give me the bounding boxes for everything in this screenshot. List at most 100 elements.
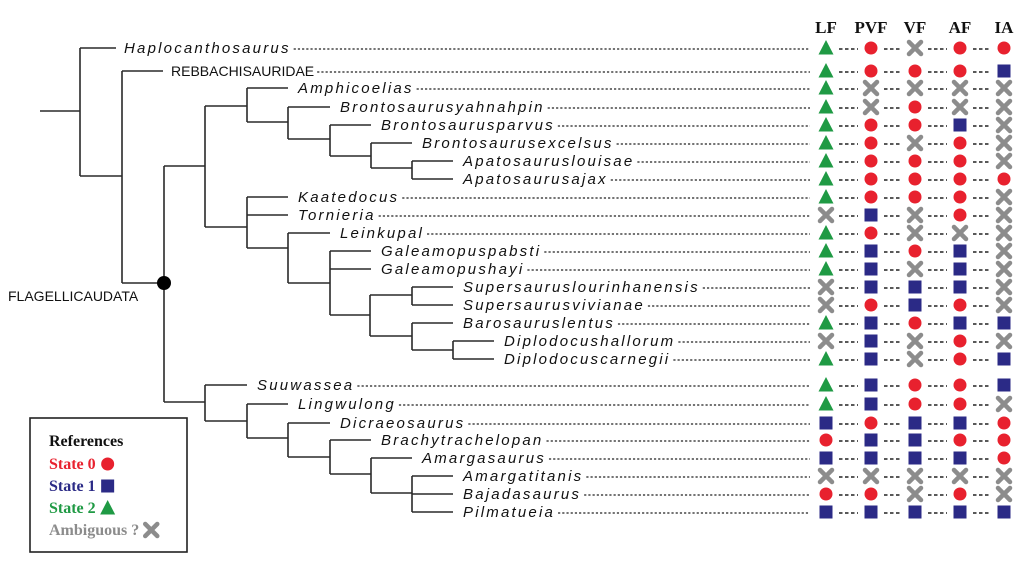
- circle-icon: [908, 172, 922, 186]
- circle-icon: [997, 416, 1011, 430]
- triangle-icon: [818, 377, 834, 392]
- cross-icon: [995, 79, 1013, 97]
- circle-icon: [908, 316, 922, 330]
- taxon-row: Brontosaurusexcelsus: [422, 134, 1013, 152]
- taxon-row: REBBACHISAURIDAE: [171, 63, 1011, 79]
- taxon-row: Diplodocuscarnegii: [504, 350, 1011, 368]
- taxon-row: Kaatedocus: [298, 188, 1013, 206]
- taxon-row: Amargasaurus: [421, 450, 1011, 467]
- square-icon: [864, 505, 878, 519]
- square-icon: [864, 244, 878, 258]
- taxon-row: Bajadasaurus: [463, 485, 1013, 503]
- circle-icon: [864, 190, 878, 204]
- cross-icon: [862, 79, 880, 97]
- cross-icon: [817, 467, 835, 485]
- square-icon: [997, 505, 1011, 519]
- column-header-lf: LF: [815, 18, 837, 37]
- triangle-icon: [818, 171, 834, 186]
- taxon-row: Supersauruslourinhanensis: [463, 278, 1013, 296]
- circle-icon: [864, 41, 878, 55]
- square-icon: [864, 334, 878, 348]
- circle-icon: [953, 334, 967, 348]
- cross-icon: [995, 242, 1013, 260]
- taxon-label: Supersaurusvivianae: [463, 297, 645, 314]
- taxon-row: Galeamopushayi: [381, 260, 1013, 278]
- circle-icon: [953, 136, 967, 150]
- legend-label: State 2: [49, 500, 96, 517]
- cross-icon: [995, 206, 1013, 224]
- circle-icon: [908, 154, 922, 168]
- square-icon: [908, 280, 922, 294]
- taxon-row: Brontosaurusparvus: [381, 116, 1013, 134]
- cross-icon: [906, 39, 924, 57]
- square-icon: [953, 451, 967, 465]
- taxon-row: Pilmatueia: [463, 504, 1011, 521]
- circle-icon: [953, 352, 967, 366]
- circle-icon: [953, 172, 967, 186]
- legend-triangle-icon: [100, 500, 116, 515]
- square-icon: [953, 118, 967, 132]
- cross-icon: [995, 152, 1013, 170]
- circle-icon: [953, 64, 967, 78]
- cross-icon: [995, 467, 1013, 485]
- cross-icon: [995, 395, 1013, 413]
- circle-icon: [864, 64, 878, 78]
- taxon-label: Brontosaurusyahnahpin: [340, 99, 545, 116]
- taxon-label: Pilmatueia: [463, 504, 555, 521]
- taxon-rows: HaplocanthosaurusREBBACHISAURIDAEAmphico…: [124, 39, 1013, 521]
- cross-icon: [906, 224, 924, 242]
- cross-icon: [995, 188, 1013, 206]
- square-icon: [864, 208, 878, 222]
- square-icon: [864, 378, 878, 392]
- triangle-icon: [818, 396, 834, 411]
- taxon-label: Kaatedocus: [298, 189, 399, 206]
- circle-icon: [864, 226, 878, 240]
- square-icon: [908, 505, 922, 519]
- taxon-label: Galeamopuspabsti: [381, 243, 541, 260]
- circle-icon: [908, 244, 922, 258]
- circle-icon: [864, 487, 878, 501]
- taxon-label: Suuwassea: [257, 377, 354, 394]
- circle-icon: [997, 451, 1011, 465]
- circle-icon: [953, 378, 967, 392]
- taxon-label: Amargatitanis: [462, 468, 583, 485]
- square-icon: [819, 505, 833, 519]
- taxon-row: Haplocanthosaurus: [124, 39, 1011, 57]
- circle-icon: [908, 397, 922, 411]
- circle-icon: [953, 487, 967, 501]
- cross-icon: [906, 206, 924, 224]
- circle-icon: [819, 433, 833, 447]
- taxon-row: Brachytrachelopan: [381, 432, 1011, 449]
- triangle-icon: [818, 243, 834, 258]
- circle-icon: [864, 298, 878, 312]
- square-icon: [953, 280, 967, 294]
- taxon-label: Barosauruslentus: [463, 315, 615, 332]
- square-icon: [997, 316, 1011, 330]
- cross-icon: [995, 98, 1013, 116]
- cross-icon: [995, 332, 1013, 350]
- cross-icon: [951, 467, 969, 485]
- cross-icon: [995, 224, 1013, 242]
- legend-label: State 0: [49, 456, 96, 473]
- circle-icon: [953, 190, 967, 204]
- square-icon: [908, 298, 922, 312]
- cross-icon: [906, 134, 924, 152]
- taxon-row: Lingwulong: [298, 395, 1013, 413]
- square-icon: [864, 280, 878, 294]
- square-icon: [819, 416, 833, 430]
- triangle-icon: [818, 99, 834, 114]
- legend-title: References: [49, 433, 123, 450]
- cross-icon: [817, 296, 835, 314]
- circle-icon: [997, 172, 1011, 186]
- cross-icon: [906, 485, 924, 503]
- taxon-row: Amargatitanis: [462, 467, 1013, 485]
- circle-icon: [953, 397, 967, 411]
- circle-icon: [908, 190, 922, 204]
- taxon-label: Apatosauruslouisae: [462, 153, 634, 170]
- taxon-label: Diplodocuscarnegii: [504, 351, 670, 368]
- cross-icon: [906, 350, 924, 368]
- flagellicaudata-node-marker: [157, 276, 171, 290]
- tree-branches: [40, 47, 494, 513]
